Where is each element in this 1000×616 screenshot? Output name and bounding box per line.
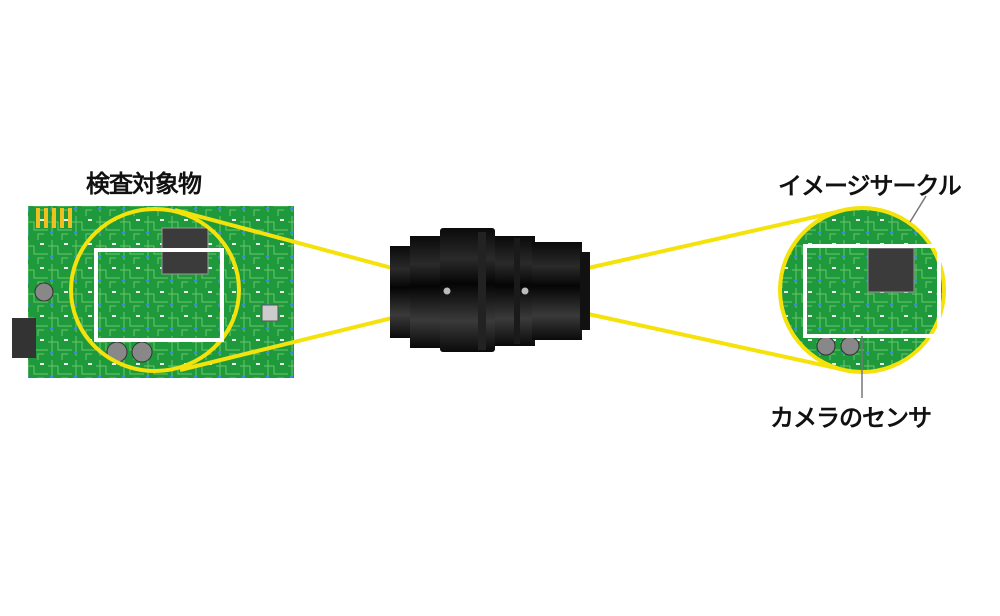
side-connector [12, 318, 36, 358]
lens [390, 228, 590, 352]
label-image-circle: イメージサークル [778, 172, 962, 200]
light-rays [174, 207, 851, 373]
capacitor [34, 282, 54, 302]
label-inspection-object: 検査対象物 [86, 170, 202, 198]
button [261, 304, 279, 322]
edge-connector [36, 208, 72, 228]
inspection-area-box [94, 248, 224, 342]
object-field-circle [69, 207, 241, 373]
image-circle-content [780, 208, 944, 372]
label-camera-sensor: カメラのセンサ [770, 404, 932, 432]
camera-sensor-box [803, 244, 941, 338]
leader-line-image-circle [909, 195, 927, 223]
